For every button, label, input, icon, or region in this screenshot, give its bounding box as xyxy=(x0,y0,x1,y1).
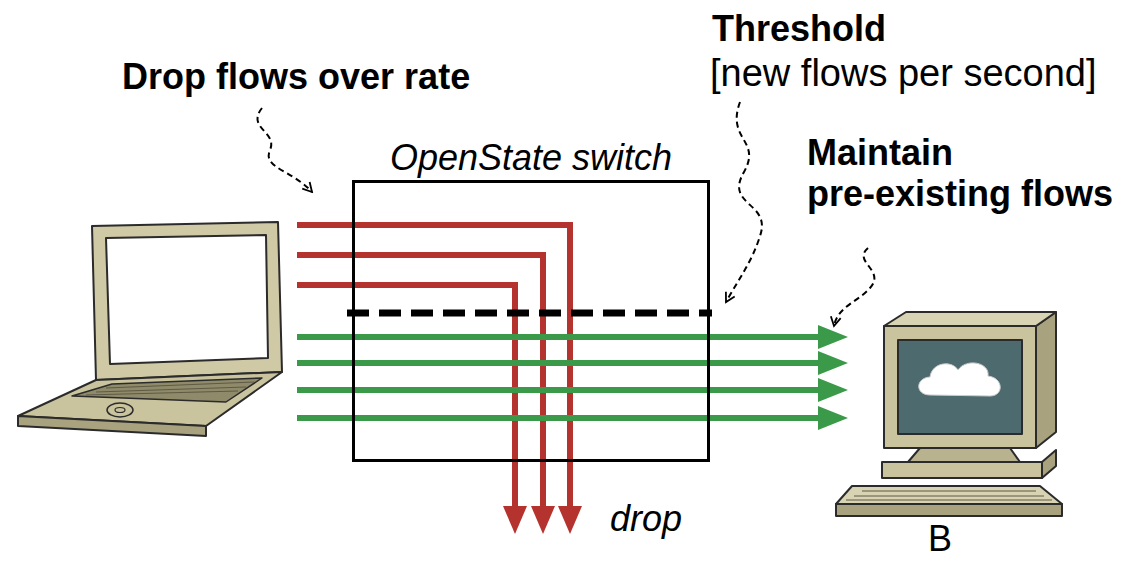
word: Threshold xyxy=(712,8,886,49)
switch-box: OpenState switch xyxy=(352,180,710,462)
laptop-icon xyxy=(18,222,282,436)
dropped-flow-arrows xyxy=(297,225,582,534)
leader-lines xyxy=(257,102,874,326)
word: [new xyxy=(710,52,790,94)
word: flows xyxy=(1021,173,1113,214)
callout-label: Maintain pre-existing flows xyxy=(807,132,1125,215)
unit-note: [new flows per second] xyxy=(710,52,1097,96)
callout-label: Drop flows over rate xyxy=(122,56,470,97)
threshold-line xyxy=(347,310,712,317)
maintained-flow-arrows xyxy=(297,325,848,430)
word: per xyxy=(898,52,953,94)
drop-label: drop xyxy=(610,498,682,539)
word: B xyxy=(928,518,952,559)
word: rate xyxy=(404,56,470,97)
callout-label: Threshold xyxy=(712,8,886,49)
word: OpenState xyxy=(390,137,562,178)
word: pre-existing xyxy=(807,173,1011,214)
word: Maintain xyxy=(807,132,953,173)
word: second] xyxy=(963,52,1096,94)
word: drop xyxy=(610,498,682,539)
word: Drop xyxy=(122,56,206,97)
word: flows xyxy=(216,56,308,97)
desktop-computer-icon xyxy=(836,312,1062,516)
host-label: B xyxy=(928,518,952,559)
word: flows xyxy=(801,52,888,94)
word: over xyxy=(318,56,394,97)
word: switch xyxy=(572,137,672,178)
node-heading: OpenState switch xyxy=(390,137,672,178)
